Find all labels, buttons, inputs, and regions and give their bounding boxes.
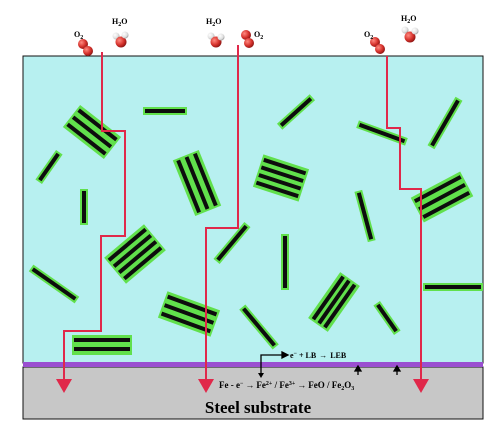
diffusion-path-middle	[205, 45, 239, 380]
flake	[28, 264, 80, 304]
flake-stack	[104, 224, 166, 284]
flake	[354, 189, 376, 243]
steel-substrate	[22, 366, 484, 420]
flake	[239, 304, 279, 350]
flake	[373, 300, 401, 336]
reaction-iron-oxidation: Fe - e−→Fe2+ / Fe3+→FeO / Fe2O3	[219, 380, 354, 392]
flake	[80, 189, 88, 225]
flake-stack	[172, 149, 222, 217]
o2-label: O2	[364, 30, 373, 41]
o2-molecule-icon	[370, 37, 385, 54]
arrowhead-right	[413, 379, 429, 393]
arrowhead-middle	[198, 379, 214, 393]
flake-stack	[308, 272, 360, 332]
flake-stack	[157, 291, 221, 337]
molecule-group-middle: H2O O2	[206, 17, 263, 48]
molecule-group-left: O2 H2O	[74, 17, 129, 56]
arrowheads	[56, 379, 429, 393]
arrowhead-left	[56, 379, 72, 393]
flake	[276, 94, 316, 130]
h2o-label: H2O	[206, 17, 221, 28]
diffusion-path-right	[386, 56, 422, 380]
h2o-molecule-icon	[207, 32, 225, 48]
flake-stack	[72, 335, 132, 355]
flake-stack	[252, 154, 310, 202]
o2-label: O2	[74, 30, 83, 41]
flake	[35, 149, 63, 185]
flake	[423, 283, 483, 291]
h2o-label: H2O	[112, 17, 127, 28]
o2-molecule-icon	[78, 39, 93, 56]
diffusion-path-left	[63, 52, 126, 380]
o2-molecule-icon	[241, 30, 254, 48]
filler-flakes	[28, 94, 483, 355]
flake	[213, 222, 251, 264]
flake-stack	[410, 171, 474, 223]
substrate-label: Steel substrate	[205, 398, 312, 417]
flake	[427, 96, 463, 150]
polymer-coating	[22, 55, 484, 364]
flake	[143, 107, 187, 115]
flake	[356, 120, 408, 146]
molecule-group-right: O2 H2O	[364, 14, 419, 54]
h2o-label: H2O	[401, 14, 416, 25]
flake-stack	[62, 104, 122, 160]
diffusion-paths	[63, 45, 422, 380]
h2o-molecule-icon	[112, 31, 129, 48]
reaction-down-arrow	[258, 373, 264, 378]
reaction-electron-leb: e−+ LB→LEB	[290, 351, 347, 360]
interface-layer	[23, 362, 483, 367]
reaction-connectors	[260, 350, 402, 375]
o2-label: O2	[254, 30, 263, 41]
h2o-molecule-icon	[401, 26, 419, 43]
flake	[281, 234, 289, 290]
